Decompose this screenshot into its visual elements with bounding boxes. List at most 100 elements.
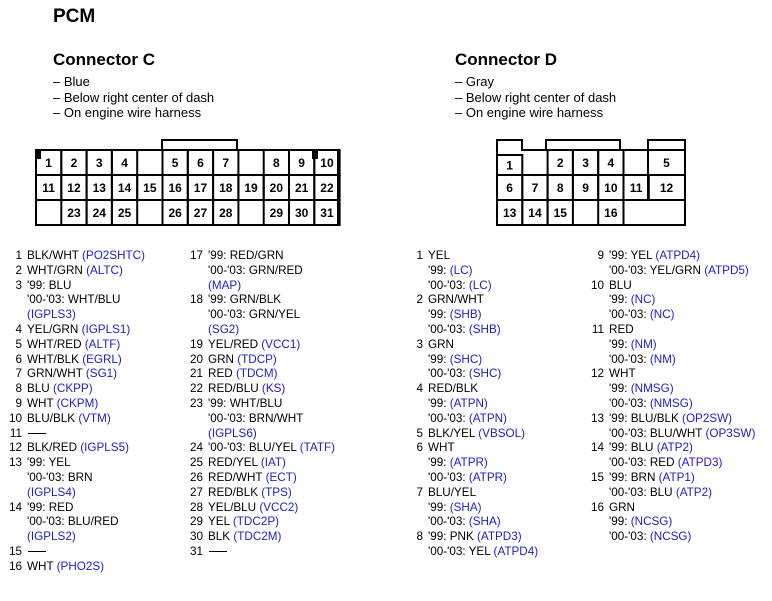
signal-name: (LC) [468, 278, 492, 292]
wire-color: RED [208, 367, 236, 381]
wire-color: GRN [208, 352, 238, 366]
wire-color: '00-'03: [609, 530, 650, 544]
wire-color: '99: [428, 500, 450, 514]
wire-color: BLK/YEL [428, 426, 479, 440]
signal-name: (SHC) [449, 352, 483, 366]
wire-color: '00-'03: [428, 278, 469, 292]
signal-name: (ATP2) [656, 441, 693, 455]
wire-color: '99: BLU [609, 441, 657, 455]
pin-line: '99: (SHC) [428, 353, 538, 368]
cavity-number: 16 [604, 206, 618, 220]
wire-color: '00-'03: [428, 322, 469, 336]
pin-line: YEL/BLU (VCC2) [208, 501, 335, 516]
connector-c-pins-col2: 17'99: RED/GRN'00-'03: GRN/RED(MAP)18 '99… [190, 249, 335, 560]
pin-line: '99: WHT/BLU [208, 397, 335, 412]
pin-line: '00-'03: BLU (ATP2) [609, 486, 755, 501]
pin-line: YEL/GRN (IGPLS1) [27, 323, 145, 338]
signal-name: (IGPLS6) [208, 426, 257, 440]
pin-number: 9 [15, 396, 22, 410]
pin-line: '99: YEL (ATPD4) [609, 249, 755, 264]
pin-line: '00-'03: (NC) [609, 308, 755, 323]
wire-color: '99: WHT/BLU [208, 396, 283, 410]
signal-name: (OP2SW) [682, 411, 733, 425]
wire-color: '99: [609, 337, 631, 351]
cavity-number: 15 [143, 181, 157, 195]
cavity-number: 9 [582, 181, 589, 195]
wire-color: YEL [428, 249, 451, 262]
pin-line: (IGPLS6) [208, 427, 335, 442]
pin-line: BLK (TDC2M) [208, 530, 335, 545]
cavity-number: 19 [244, 181, 258, 195]
wire-color: '00-'03: [609, 308, 650, 322]
wire-color: '00-'03: GRN/RED [208, 263, 303, 277]
pin-4: 4 YEL/GRN (IGPLS1) [15, 323, 145, 338]
pin-19: 19 YEL/RED (VCC1) [190, 338, 335, 353]
signal-name: (VBSOL) [478, 426, 526, 440]
page-title: PCM [53, 6, 96, 27]
pin-line: '99: GRN/BLK [208, 293, 335, 308]
cavity-number: 21 [295, 181, 309, 195]
wire-color: RED/YEL [208, 456, 261, 470]
pin-line: GRN/WHT [428, 293, 538, 308]
signal-name: (PO2SHTC) [82, 249, 145, 262]
signal-name: (SHB) [449, 308, 482, 322]
cavity-number: 18 [219, 181, 233, 195]
signal-name: (ECT) [265, 470, 297, 484]
wire-color: '00-'03: BRN/WHT [208, 411, 304, 425]
signal-name: (IAT) [260, 456, 286, 470]
pin-cavity [313, 199, 341, 226]
connector-d-color: – Gray [455, 74, 495, 89]
pin-line: WHT (CKPM) [27, 397, 145, 412]
pin-line: '00-'03: (SHB) [428, 323, 538, 338]
wire-color: '00-'03: BLU [609, 485, 676, 499]
pin-line: GRN/WHT (SG1) [27, 367, 145, 382]
pin-17: 17'99: RED/GRN'00-'03: GRN/RED(MAP) [190, 249, 335, 293]
signal-name: (ATPD4) [655, 249, 701, 262]
pin-18: 18 '99: GRN/BLK'00-'03: GRN/YEL(SG2) [190, 293, 335, 337]
signal-name: (ATPN) [449, 396, 488, 410]
wire-color: '99: BLU/BLK [609, 411, 683, 425]
pin-line: RED [609, 323, 755, 338]
signal-name: (NM) [649, 352, 676, 366]
pin-number: 16 [8, 559, 22, 573]
pin-line: '00-'03: (NCSG) [609, 530, 755, 545]
pin-line: BLK/YEL (VBSOL) [428, 427, 538, 442]
pin-line: WHT/RED (ALTF) [27, 338, 145, 353]
pin-number: 14 [590, 441, 604, 455]
signal-name: (IGPLS1) [81, 322, 131, 336]
cavity-number: 9 [298, 156, 305, 170]
wire-color: '99: [609, 293, 631, 307]
pin-24: 24'00-'03: BLU/YEL (TATF) [190, 441, 335, 456]
wire-color: BLK [208, 530, 234, 544]
signal-name: (CKPM) [56, 396, 99, 410]
signal-name: (SHA) [449, 500, 482, 514]
pin-line: YEL/RED (VCC1) [208, 338, 335, 353]
wire-color: BLU [609, 278, 632, 292]
unused-pin-dash [28, 551, 46, 553]
pin-number: 4 [15, 322, 22, 336]
pin-number: 18 [189, 293, 203, 307]
pin-line [208, 545, 335, 560]
signal-name: (SG2) [208, 322, 240, 336]
pin-line: '99: PNK (ATPD3) [428, 530, 538, 545]
pin-line: (IGPLS2) [27, 530, 145, 545]
wire-color: '00-'03: [609, 396, 650, 410]
pin-number: 13 [8, 456, 22, 470]
signal-name: (NMSG) [630, 382, 674, 396]
cavity-number: 26 [168, 206, 182, 220]
pin-number: 7 [15, 367, 22, 381]
connector-d-harness: – On engine wire harness [455, 105, 604, 120]
pin-number: 25 [189, 456, 203, 470]
pin-line: '00-'03: GRN/YEL [208, 308, 335, 323]
wire-color: RED/WHT [208, 470, 266, 484]
pin-cavity [647, 174, 686, 201]
connector-c-description: – Blue – Below right center of dash – On… [53, 74, 214, 121]
pin-number: 19 [189, 337, 203, 351]
wire-color: '00-'03: RED [609, 456, 678, 470]
cavity-number: 5 [663, 156, 670, 170]
